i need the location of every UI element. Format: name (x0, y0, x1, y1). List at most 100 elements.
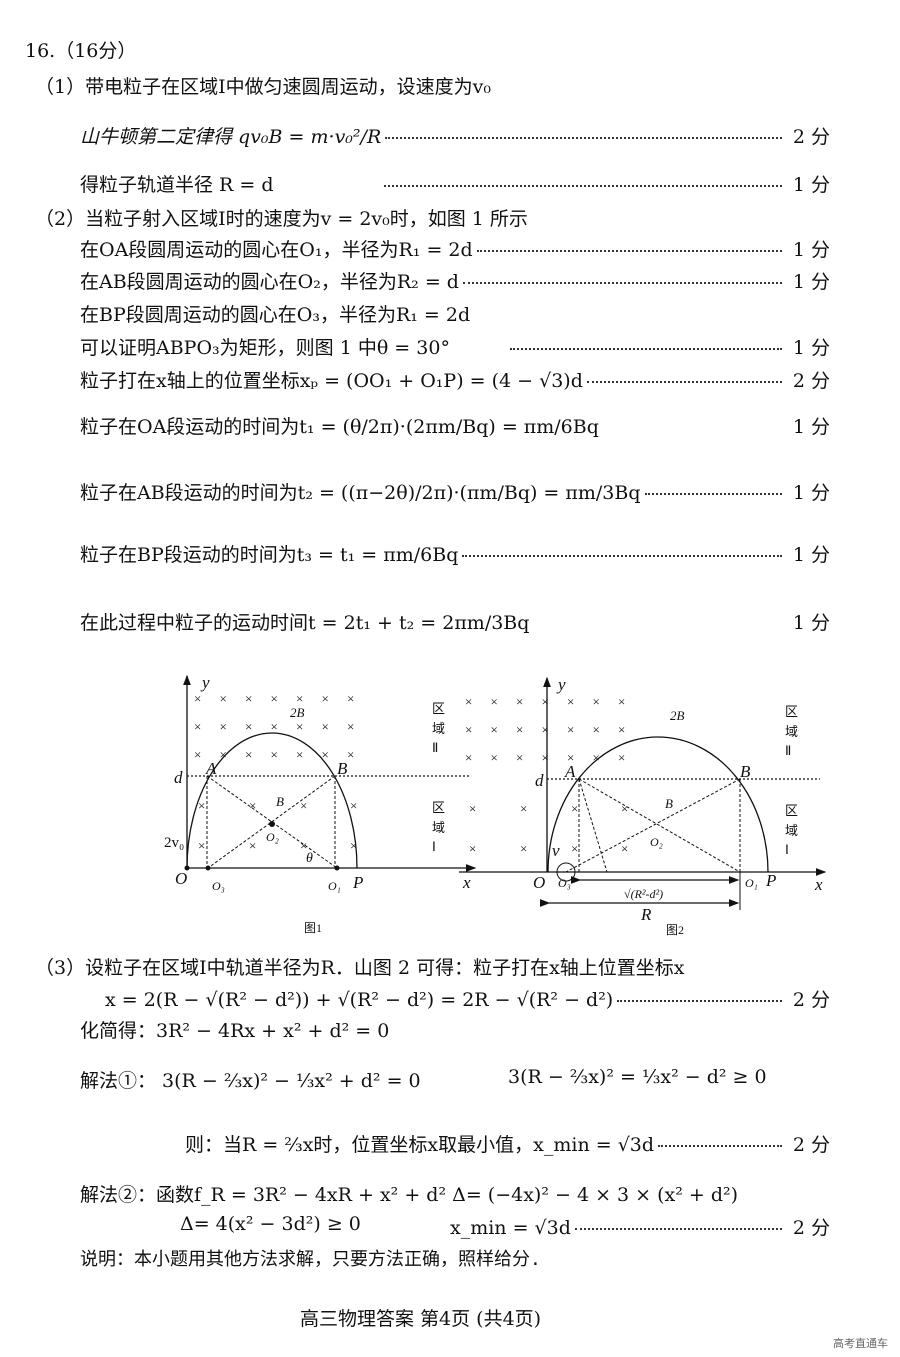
field-cross-icon: × (520, 841, 527, 856)
label-O2: O₂ (650, 835, 663, 849)
field-cross-icon: × (347, 691, 354, 706)
label-R: R (640, 905, 652, 924)
dot-leader (383, 185, 782, 187)
answer-line: x_min = √3d 2 分 (450, 1213, 830, 1240)
label-B: B (337, 759, 348, 778)
part1-intro: （1）带电粒子在区域Ⅰ中做匀速圆周运动，设速度为v₀ (35, 76, 491, 98)
label-velocity: v (552, 841, 560, 860)
score: 2 分 (792, 1217, 830, 1239)
line-text: 山牛顿第二定律得 qv₀B = m·v₀²/R (80, 126, 382, 148)
field-cross-icon: × (322, 691, 329, 706)
dot-leader (658, 1145, 782, 1147)
question-header: 16.（16分） (25, 40, 137, 62)
field-cross-icon: × (516, 750, 523, 765)
region-label: 域 (785, 724, 798, 739)
label-P: P (352, 873, 363, 892)
part3-intro: （3）设粒子在区域Ⅰ中轨道半径为R．山图 2 可得：粒子打在x轴上位置坐标x (35, 957, 685, 979)
line-text: x = 2(R − √(R² − d²)) + √(R² − d²) = 2R … (105, 989, 614, 1011)
field-cross-icon: × (322, 747, 329, 762)
center-points (184, 821, 340, 871)
answer-line: x = 2(R − √(R² − d²)) + √(R² − d²) = 2R … (105, 985, 830, 1012)
field-cross-icon: × (249, 838, 256, 853)
figure-labels: y x O O₃ O₁ O₂ P A B d 2B B 2v₀ θ 区 域 Ⅱ … (164, 673, 823, 937)
label-A: A (564, 762, 576, 781)
field-cross-icon: × (593, 750, 600, 765)
line-text: x_min = √3d (450, 1217, 571, 1239)
dot-leader (385, 137, 782, 139)
label-O2: O₂ (266, 830, 279, 844)
field-cross-icon: × (220, 747, 227, 762)
field-cross-icon: × (567, 750, 574, 765)
field-cross-icon: × (621, 841, 628, 856)
page-footer: 高三物理答案 第4页 (共4页) (300, 1308, 542, 1330)
field-cross-icon: × (245, 719, 252, 734)
field-cross-icon: × (296, 691, 303, 706)
line-text: 在此过程中粒子的运动时间t = 2t₁ + t₂ = 2πm/3Bq (80, 612, 530, 634)
label-y: y (556, 675, 566, 694)
field-cross-icon: × (245, 747, 252, 762)
label-O3: O₃ (212, 879, 225, 893)
label-B: B (276, 794, 284, 809)
field-cross-icon: × (194, 747, 201, 762)
field-cross-icon: × (249, 798, 256, 813)
field-cross-icon: × (542, 722, 549, 737)
field-cross-icon: × (350, 798, 357, 813)
field-cross-icon: × (271, 691, 278, 706)
field-cross-icon: × (491, 722, 498, 737)
region-label: Ⅱ (785, 743, 791, 758)
label-sqrt: √(R²-d²) (624, 887, 663, 901)
region-label: 区 (432, 800, 445, 815)
score: 1 分 (792, 239, 830, 261)
field-cross-icon: × (245, 691, 252, 706)
region-label: Ⅰ (785, 842, 789, 857)
simplified-equation: 化简得：3R² − 4Rx + x² + d² = 0 (80, 1020, 390, 1042)
grading-note: 说明：本小题用其他方法求解，只要方法正确，照样给分. (80, 1249, 541, 1270)
field-cross-icon: × (198, 838, 205, 853)
method1-equation: 解法①： 3(R − ⅔x)² − ⅓x² + d² = 0 (80, 1070, 421, 1092)
score: 1 分 (792, 337, 830, 359)
region-label: Ⅰ (432, 839, 436, 854)
figure1-caption: 图1 (304, 921, 322, 935)
construction-lines (206, 775, 338, 869)
score: 1 分 (792, 612, 830, 634)
field-cross-icon: × (618, 750, 625, 765)
region-label: 域 (785, 823, 798, 838)
figure-2 (459, 676, 827, 910)
line-text: 粒子在AB段运动的时间为t₂ = ((π−2θ)/2π)·(πm/Bq) = π… (80, 482, 641, 504)
region-label: 区 (785, 803, 798, 818)
label-y: y (200, 673, 210, 692)
construction-lines (565, 778, 741, 873)
field-cross-icon: × (347, 719, 354, 734)
label-d: d (535, 771, 544, 790)
field-cross-icon: × (516, 694, 523, 709)
field-cross-icon: × (621, 801, 628, 816)
field-cross-icon: × (571, 801, 578, 816)
label-O1: O₁ (328, 879, 341, 893)
line-text: 粒子打在x轴上的位置坐标xₚ = (OO₁ + O₁P) = (4 − √3)d (80, 370, 583, 392)
answer-line: 粒子打在x轴上的位置坐标xₚ = (OO₁ + O₁P) = (4 − √3)d… (80, 366, 830, 393)
line-text: 则：当R = ⅔x时，位置坐标x取最小值，x_min = √3d (185, 1134, 655, 1156)
region-label: 域 (432, 820, 445, 835)
label-velocity: 2v₀ (164, 835, 184, 851)
dot-leader (617, 1000, 782, 1002)
field-cross-icon: × (469, 801, 476, 816)
field-cross-icon: × (491, 694, 498, 709)
field-cross-icon: × (194, 719, 201, 734)
label-d: d (174, 768, 183, 787)
label-B: B (740, 762, 751, 781)
label-O1: O₁ (745, 876, 758, 890)
dot-leader (509, 348, 782, 350)
field-cross-icon: × (350, 838, 357, 853)
score: 2 分 (792, 126, 830, 148)
answer-line: 粒子在AB段运动的时间为t₂ = ((π−2θ)/2π)·(πm/Bq) = π… (80, 478, 830, 505)
field-cross-icon: × (465, 722, 472, 737)
score: 1 分 (792, 174, 830, 196)
label-O: O (175, 869, 187, 888)
label-x: x (462, 873, 471, 892)
label-B: B (665, 796, 673, 811)
field-cross-icon: × (194, 691, 201, 706)
part2-intro: （2）当粒子射入区域Ⅰ时的速度为v = 2v₀时，如图 1 所示 (35, 208, 528, 230)
